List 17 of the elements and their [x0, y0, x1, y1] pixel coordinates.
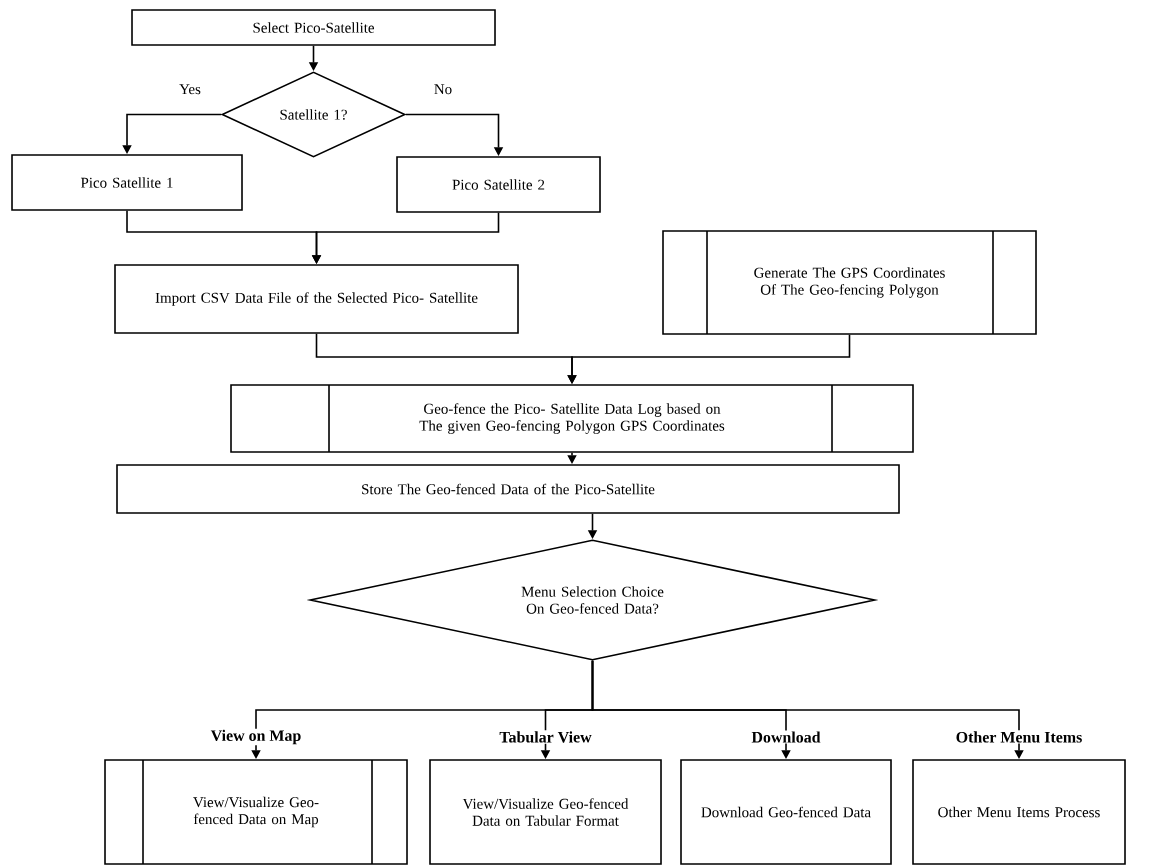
- edge-label: Other Menu Items: [954, 730, 1084, 744]
- edge-label: No: [434, 84, 452, 95]
- predefined-process-box: Generate The GPS Coordinates Of The Geo-fencing Polygon: [662, 230, 1037, 335]
- process-box: Store The Geo-fenced Data of the Pico-Satellite: [116, 464, 900, 514]
- edge-label: Yes: [179, 84, 201, 95]
- process-box: Select Pico-Satellite: [131, 9, 496, 46]
- process-box: Other Menu Items Process: [912, 759, 1126, 865]
- predefined-process-box: View/Visualize Geo-fenced Data on Map: [104, 759, 408, 865]
- edge-label: View on Map: [209, 728, 303, 746]
- process-box: Pico Satellite 1: [11, 154, 243, 211]
- process-box: Download Geo-fenced Data: [680, 759, 892, 865]
- process-box: Pico Satellite 2: [396, 156, 601, 213]
- edge-label: Download: [750, 730, 822, 744]
- process-box: View/Visualize Geo-fenced Data on Tabular Format: [429, 759, 662, 865]
- edge-label: Tabular View: [498, 730, 593, 744]
- process-box: Import CSV Data File of the Selected Pico- Satellite: [114, 264, 519, 334]
- predefined-process-box: Geo-fence the Pico- Satellite Data Log based on The given Geo-fencing Polygon GPS Coordinates: [230, 384, 914, 453]
